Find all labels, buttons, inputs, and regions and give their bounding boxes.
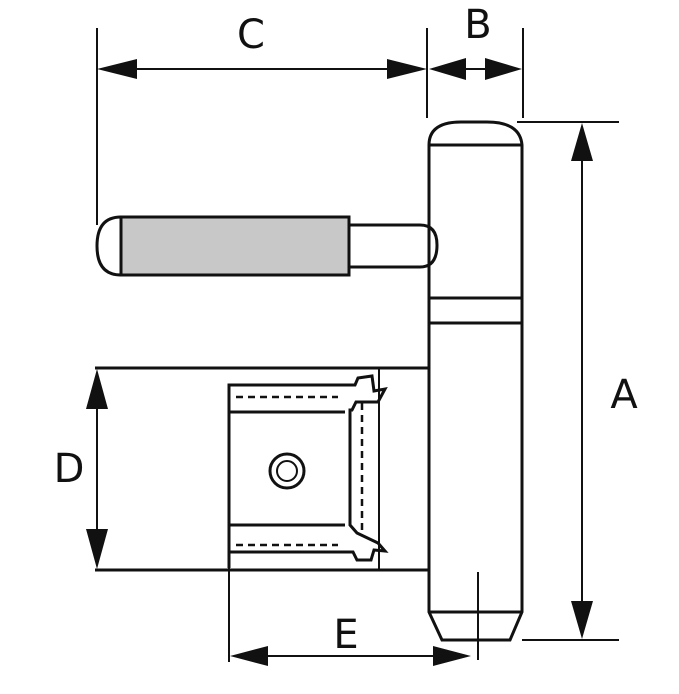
dimension-a: [517, 121, 619, 641]
pin-sleeve: [119, 215, 351, 277]
dimension-e: [228, 568, 471, 666]
mounting-plate: [95, 366, 429, 572]
dimension-label-b: B: [464, 2, 491, 48]
dimension-d: [86, 369, 108, 569]
screw-hole-outer: [268, 452, 306, 490]
dimension-label-e: E: [333, 612, 358, 658]
dimension-b: [429, 28, 524, 118]
hinge-barrel: [427, 120, 524, 660]
dimension-label-c: C: [237, 12, 265, 58]
dimension-label-d: D: [54, 446, 85, 492]
dimension-c: [96, 28, 428, 225]
screw-hole-inner: [276, 460, 298, 482]
hinge-pin: [95, 215, 439, 277]
dimension-label-a: A: [610, 372, 638, 418]
